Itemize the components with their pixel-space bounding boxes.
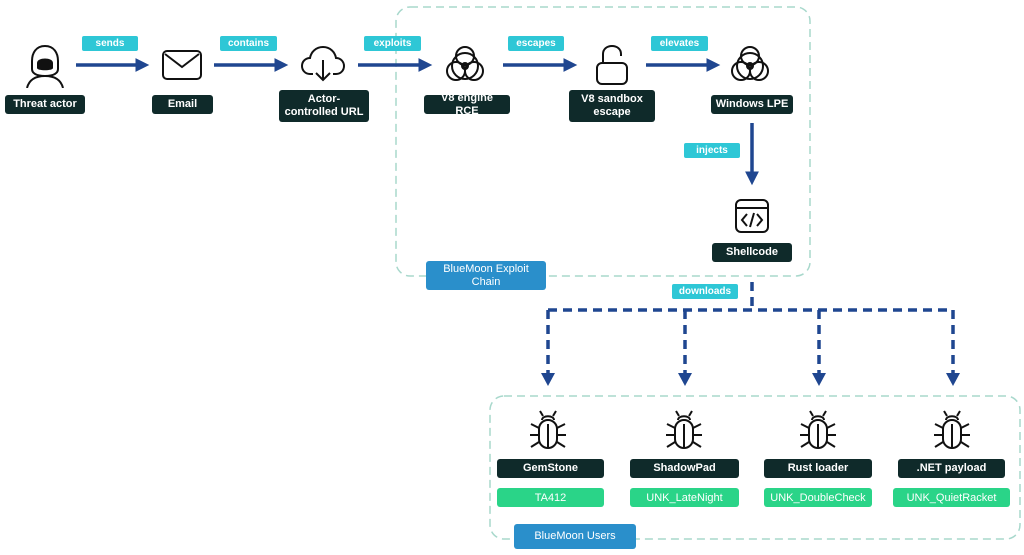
edge-label-downloads: downloads <box>672 284 738 299</box>
node-actor-url: Actor-controlled URL <box>279 90 369 122</box>
biohazard-icon <box>731 46 769 81</box>
edge-label-exploits: exploits <box>364 36 421 51</box>
payload-label: Rust loader <box>764 459 872 478</box>
actor-label: TA412 <box>497 488 604 507</box>
group-label-exploit-chain: BlueMoon Exploit Chain <box>426 261 546 290</box>
code-window-icon <box>735 199 769 233</box>
cloud-download-icon <box>300 45 346 82</box>
payload-label: .NET payload <box>898 459 1005 478</box>
exploit-chain-group-border <box>395 6 811 277</box>
payload-label: ShadowPad <box>630 459 739 478</box>
edge-label-sends: sends <box>82 36 138 51</box>
node-threat-actor: Threat actor <box>5 95 85 114</box>
node-email: Email <box>152 95 213 114</box>
edge-label-escapes: escapes <box>508 36 564 51</box>
group-label-users: BlueMoon Users <box>514 524 636 549</box>
actor-label: UNK_QuietRacket <box>893 488 1010 507</box>
edge-label-elevates: elevates <box>651 36 708 51</box>
unlock-icon <box>596 44 628 85</box>
hacker-icon <box>26 44 64 88</box>
edge-label-injects: injects <box>684 143 740 158</box>
envelope-icon <box>162 50 202 80</box>
bug-icon <box>934 410 970 449</box>
actor-label: UNK_DoubleCheck <box>764 488 872 507</box>
node-shellcode: Shellcode <box>712 243 792 262</box>
payload-label: GemStone <box>497 459 604 478</box>
biohazard-icon <box>446 46 484 81</box>
arrow-downloads <box>546 282 955 374</box>
node-v8-rce: V8 engine RCE <box>424 92 510 117</box>
actor-label: UNK_LateNight <box>630 488 739 507</box>
bug-icon <box>530 410 566 449</box>
node-windows-lpe: Windows LPE <box>711 95 793 114</box>
bug-icon <box>666 410 702 449</box>
node-v8-sandbox: V8 sandbox escape <box>569 90 655 122</box>
bug-icon <box>800 410 836 449</box>
users-group-border <box>489 395 1021 540</box>
edge-label-contains: contains <box>220 36 277 51</box>
